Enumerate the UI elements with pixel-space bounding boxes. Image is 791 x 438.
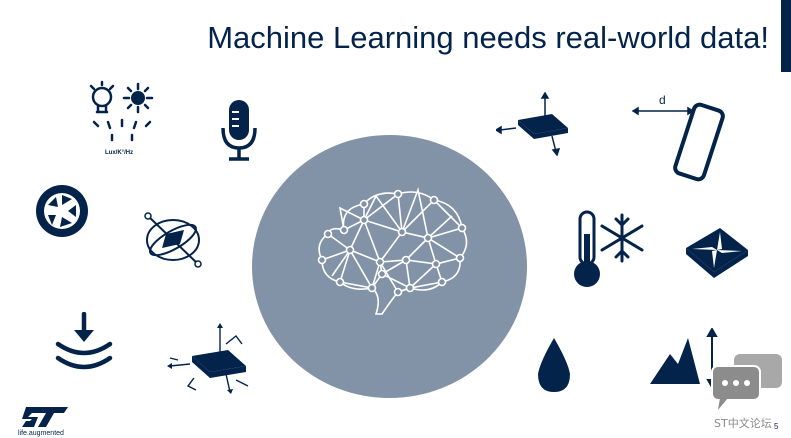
- st-logo: [22, 407, 68, 427]
- distance-sensor-icon: [632, 102, 725, 182]
- distance-label: d: [659, 93, 666, 107]
- microphone-icon: [221, 100, 257, 161]
- forum-watermark: ST中文论坛: [714, 417, 772, 430]
- center-circle: [252, 135, 527, 398]
- chat-watermark-icon: [711, 354, 782, 410]
- lux-label: Lux/K°/Hz: [105, 150, 134, 156]
- accent-bar: [781, 0, 791, 72]
- brain-network-icon: [317, 187, 468, 315]
- st-tagline: life.augmented: [18, 430, 64, 437]
- camera-shutter-icon: [36, 185, 88, 237]
- accelerometer-icon: [496, 92, 568, 156]
- page-number: 5: [774, 422, 779, 431]
- multi-axis-sensor-icon: [167, 323, 249, 394]
- magnetometer-icon: [686, 228, 748, 278]
- water-drop-icon: [538, 338, 570, 392]
- thermometer-icon: [574, 210, 600, 287]
- gyroscope-icon: [144, 212, 202, 268]
- snowflake-icon: [600, 213, 644, 263]
- light-sensor-icon: [89, 80, 154, 142]
- pressure-icon: [55, 312, 113, 370]
- slide-title: Machine Learning needs real-world data!: [207, 20, 769, 55]
